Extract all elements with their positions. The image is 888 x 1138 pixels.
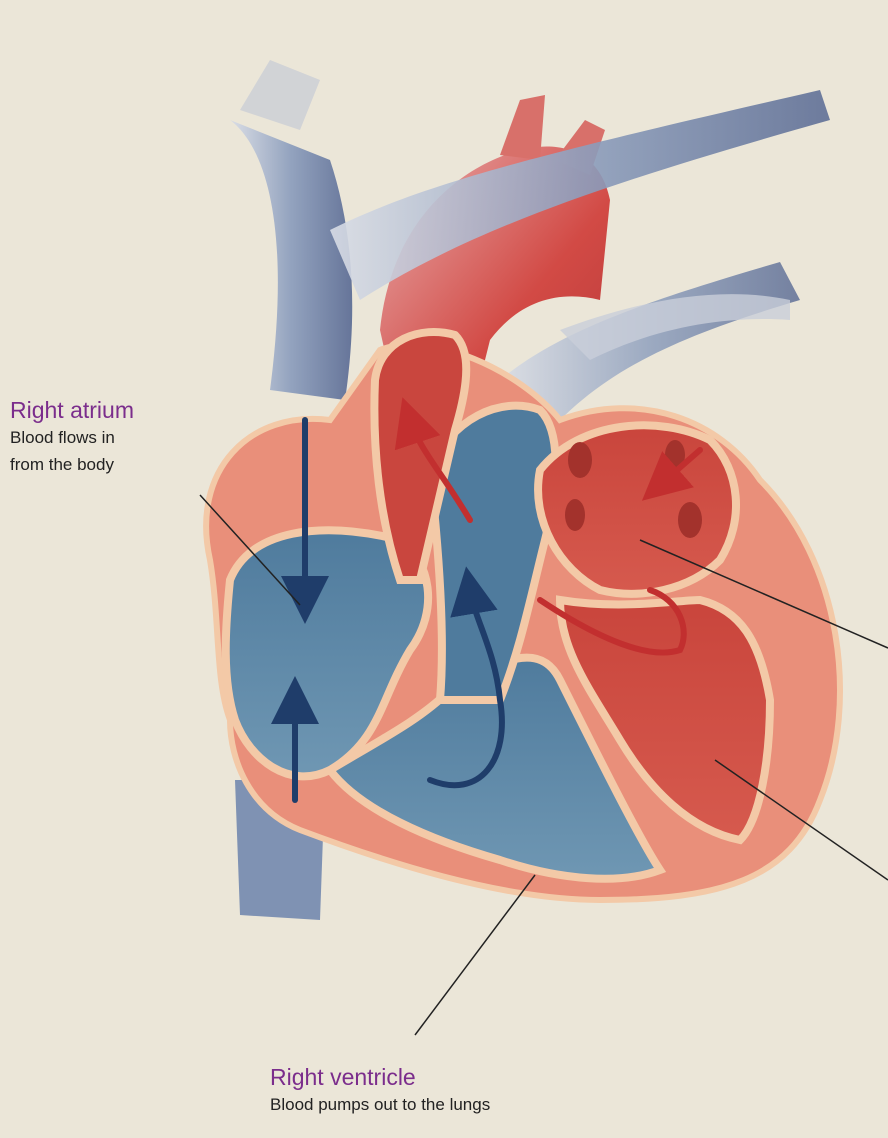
right-ventricle-desc-line1: Blood pumps out to the lungs <box>270 1091 490 1118</box>
right-atrium-label: Right atrium Blood flows in from the bod… <box>10 396 134 478</box>
right-atrium-desc-line1: Blood flows in <box>10 424 134 451</box>
right-atrium-desc-line2: from the body <box>10 451 134 478</box>
right-ventricle-label: Right ventricle Blood pumps out to the l… <box>270 1063 490 1118</box>
right-atrium-title: Right atrium <box>10 396 134 424</box>
leader-line-right-ventricle <box>415 875 535 1035</box>
right-ventricle-title: Right ventricle <box>270 1063 490 1091</box>
